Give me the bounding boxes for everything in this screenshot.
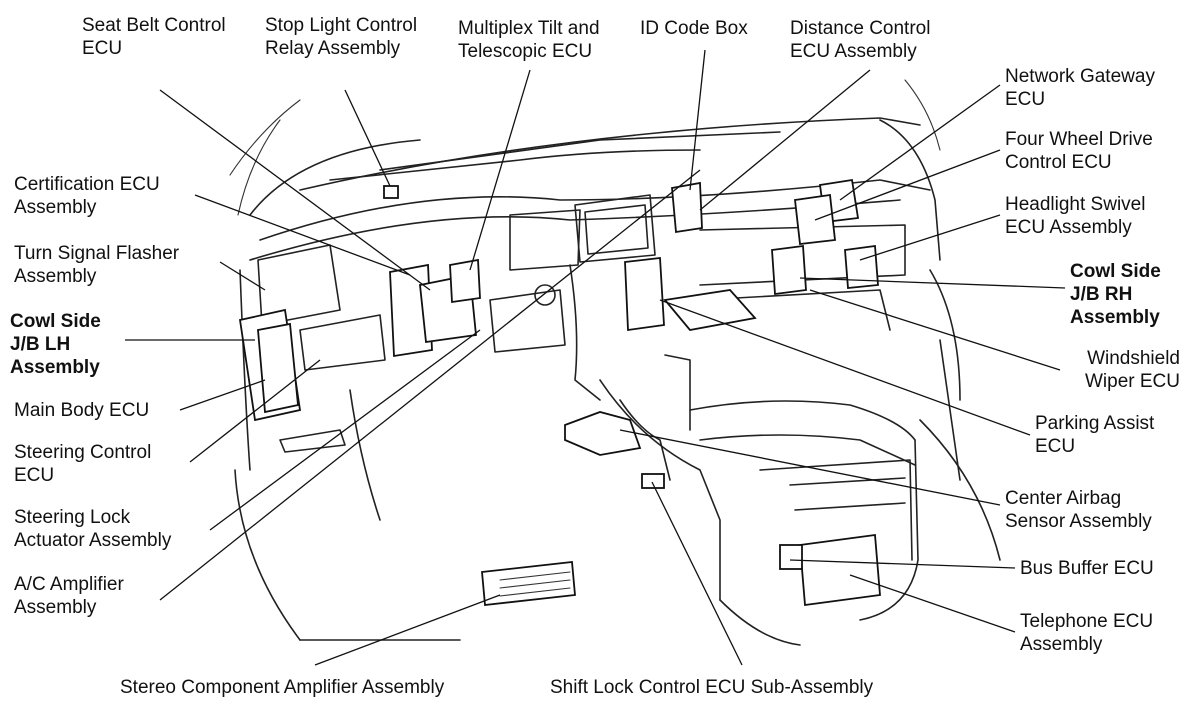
id-code-box-part	[671, 181, 703, 234]
leader-turn-signal	[219, 261, 266, 291]
label-parking-assist-ecu: Parking Assist ECU	[1035, 413, 1155, 457]
leader-main-body	[179, 379, 266, 411]
label-steering-control-ecu: Steering Control ECU	[14, 442, 152, 486]
shift-lock-part	[641, 473, 665, 489]
leader-airbag	[619, 429, 1001, 506]
label-ac-amplifier: A/C Amplifier Assembly	[14, 574, 124, 618]
label-cowl-side-jb-rh: Cowl Side J/B RH Assembly	[1070, 261, 1161, 328]
leader-wiper	[809, 289, 1061, 371]
leader-certification	[194, 194, 411, 276]
leader-telephone	[849, 574, 1016, 633]
leader-cowl-rh	[799, 277, 1066, 289]
headlight-swivel-part	[844, 244, 879, 289]
main-body-ecu-part	[257, 322, 299, 414]
parking-assist-ecu-part	[624, 256, 665, 332]
leader-bus-buffer	[789, 559, 1016, 569]
bus-buffer-part	[779, 544, 803, 570]
leader-shift-lock	[651, 481, 743, 666]
leader-id-code	[689, 49, 706, 191]
label-windshield-wiper-ecu: Windshield Wiper ECU	[1084, 348, 1180, 392]
multiplex-ecu-part	[449, 258, 481, 304]
leader-stop-light	[344, 89, 391, 187]
airbag-sensor-part	[564, 411, 642, 456]
leader-steer-lock	[209, 329, 481, 531]
label-turn-signal-flasher: Turn Signal Flasher Assembly	[14, 243, 180, 287]
stop-light-relay-part	[383, 185, 399, 199]
leader-parking	[659, 299, 1031, 436]
stereo-amplifier-part	[481, 561, 576, 606]
label-network-gateway-ecu: Network Gateway ECU	[1005, 66, 1155, 110]
leader-distance	[699, 69, 871, 211]
label-center-airbag-sensor: Center Airbag Sensor Assembly	[1005, 488, 1152, 532]
label-main-body-ecu: Main Body ECU	[14, 400, 150, 421]
leader-four-wheel	[814, 149, 1001, 221]
label-cowl-side-jb-lh: Cowl Side J/B LH Assembly	[10, 311, 101, 378]
label-stereo-component-amplifier: Stereo Component Amplifier Assembly	[120, 677, 445, 698]
leader-multiplex	[469, 69, 531, 271]
label-certification-ecu: Certification ECU Assembly	[14, 174, 160, 218]
label-distance-control-ecu: Distance Control ECU Assembly	[790, 18, 931, 62]
label-seat-belt-control-ecu: Seat Belt Control ECU	[82, 15, 226, 59]
label-multiplex-tilt-ecu: Multiplex Tilt and Telescopic ECU	[458, 18, 600, 62]
label-stop-light-control-relay: Stop Light Control Relay Assembly	[265, 15, 418, 59]
label-telephone-ecu: Telephone ECU Assembly	[1020, 611, 1154, 655]
label-bus-buffer-ecu: Bus Buffer ECU	[1020, 558, 1154, 579]
leader-headlight	[859, 214, 1001, 261]
leader-stereo	[314, 594, 501, 666]
label-steering-lock-actuator: Steering Lock Actuator Assembly	[14, 507, 172, 551]
leader-ac-amp	[159, 169, 701, 601]
center-ecu-tray	[663, 289, 757, 331]
leader-steer-ctrl	[189, 359, 321, 463]
label-shift-lock-control-ecu: Shift Lock Control ECU Sub-Assembly	[550, 677, 874, 698]
cowl-jb-rh-part	[771, 244, 807, 296]
label-four-wheel-drive-ecu: Four Wheel Drive Control ECU	[1005, 129, 1153, 173]
leader-seat-belt	[159, 89, 431, 291]
telephone-ecu-part	[799, 533, 881, 607]
label-headlight-swivel-ecu: Headlight Swivel ECU Assembly	[1005, 194, 1146, 238]
leader-network	[839, 84, 1001, 201]
label-id-code-box: ID Code Box	[640, 18, 748, 39]
